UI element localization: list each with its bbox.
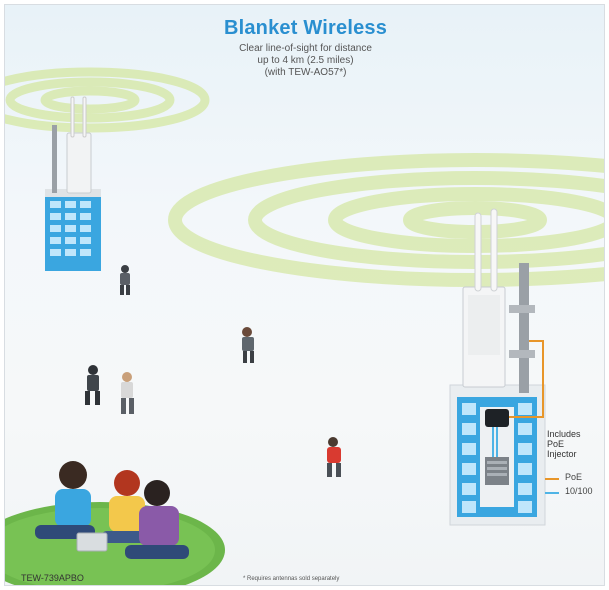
legend-poe-label: PoE — [565, 472, 583, 482]
subtitle-line-2: up to 4 km (2.5 miles) — [257, 55, 354, 66]
illustration-canvas: Blanket Wireless Clear line-of-sight for… — [4, 4, 605, 586]
person-walker-5 — [327, 437, 341, 477]
person-walker-4 — [121, 372, 134, 414]
person-walker-2 — [242, 327, 254, 363]
page-title: Blanket Wireless — [223, 17, 388, 39]
poe-injector-callout: Includes PoE Injector — [547, 429, 581, 459]
person-student-2 — [101, 470, 157, 543]
callout-line-3: Injector — [547, 449, 577, 459]
left-building — [45, 96, 101, 271]
person-walker-1 — [120, 265, 130, 295]
model-label: TEW-739APBO — [21, 573, 84, 583]
signal-waves-right — [168, 153, 604, 287]
legend-poe-swatch — [545, 478, 559, 480]
callout-line-2: PoE — [547, 439, 565, 449]
subtitle-line-1: Clear line-of-sight for distance — [239, 43, 372, 54]
person-student-3 — [125, 480, 189, 559]
legend-ethernet-label: 10/100 — [565, 486, 593, 496]
scene-artwork — [5, 67, 604, 585]
footnote: * Requires antennas sold separately — [243, 576, 340, 582]
legend-ethernet-swatch — [545, 492, 559, 494]
right-building — [449, 208, 546, 526]
people-group — [35, 265, 341, 559]
person-walker-3 — [85, 365, 100, 405]
subtitle-line-3: (with TEW-AO57*) — [264, 67, 347, 78]
callout-line-1: Includes — [547, 429, 581, 439]
signal-waves-left — [5, 67, 210, 133]
person-student-1 — [35, 461, 95, 539]
